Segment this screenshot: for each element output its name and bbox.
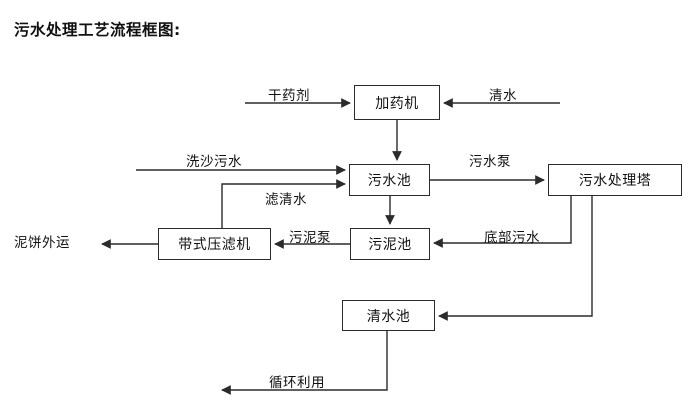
- edge-tower-to-clear-water-pool: [438, 196, 593, 321]
- edge-label-sand-wash-sewage: 洗沙污水: [186, 154, 242, 170]
- edge-label-filtered-water: 滤清水: [265, 192, 307, 208]
- edge-clear-water-pool-to-recycle: [221, 331, 388, 395]
- node-wastewater-pool[interactable]: 污水池: [349, 164, 430, 196]
- node-dosing-machine[interactable]: 加药机: [354, 85, 440, 120]
- edge-filtered-water-to-wastewater-pool: [221, 179, 346, 228]
- node-treatment-tower[interactable]: 污水处理塔: [548, 164, 682, 196]
- edge-label-sewage-pump: 污水泵: [469, 154, 511, 170]
- node-belt-filter-press[interactable]: 带式压滤机: [158, 228, 271, 260]
- edge-label-bottom-sewage: 底部污水: [484, 230, 540, 246]
- node-clear-water-pool[interactable]: 清水池: [342, 300, 435, 331]
- edge-label-recycle-reuse: 循环利用: [269, 375, 325, 391]
- edge-label-clean-water: 清水: [489, 88, 517, 104]
- node-sludge-pool[interactable]: 污泥池: [350, 228, 430, 260]
- edge-label-dry-chemical: 干药剂: [268, 88, 310, 104]
- page-title: 污水处理工艺流程框图:: [14, 21, 181, 39]
- terminal-label-mud-cake-haulage: 泥饼外运: [14, 235, 70, 251]
- edge-bottom-sewage-to-sludge-pool: [433, 196, 572, 248]
- edge-label-sludge-pump: 污泥泵: [289, 230, 331, 246]
